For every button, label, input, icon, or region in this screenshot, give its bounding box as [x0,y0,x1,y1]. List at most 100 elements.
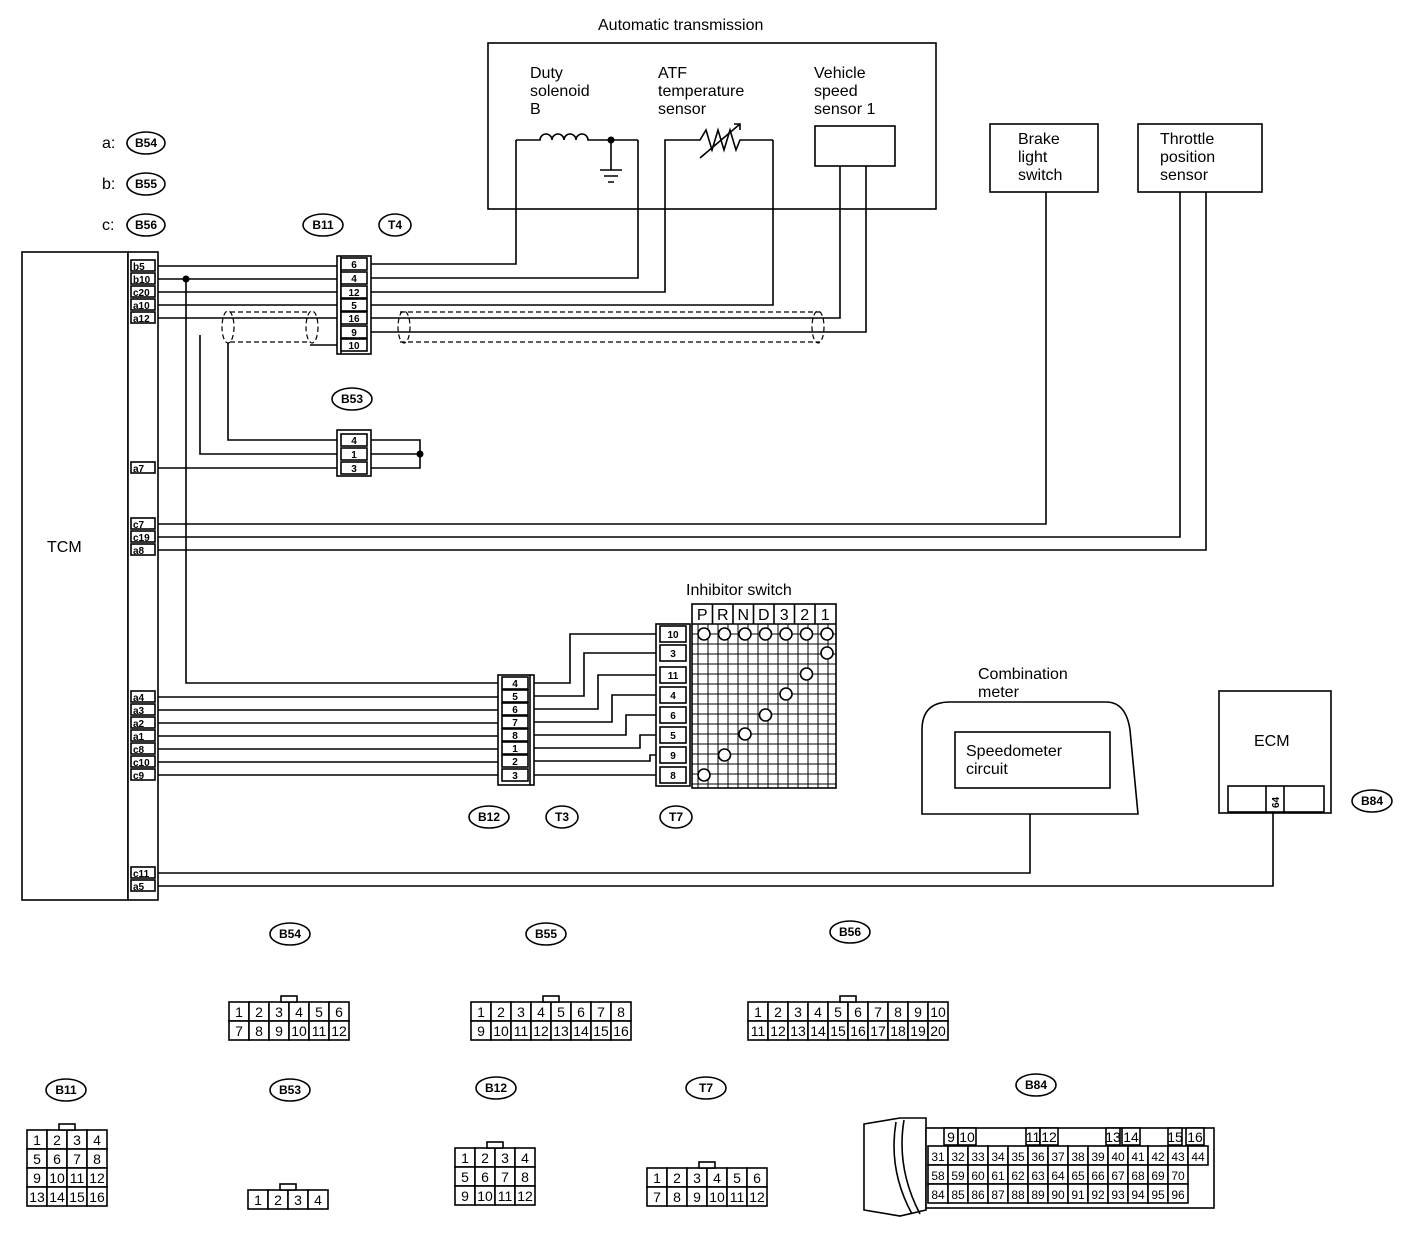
svg-text:14: 14 [1123,1129,1139,1145]
svg-text:6: 6 [53,1151,61,1167]
svg-text:36: 36 [1031,1150,1045,1164]
tcm-box [21,251,129,901]
b53-pin-4: 4 [351,436,357,447]
svg-text:T7: T7 [699,1081,713,1095]
svg-text:T3: T3 [555,810,569,824]
tcm-pin-a12: a12 [133,314,150,325]
svg-text:18: 18 [890,1023,906,1039]
svg-text:5: 5 [461,1169,469,1185]
svg-text:B84: B84 [1025,1078,1047,1092]
tcm-pin-a3: a3 [133,706,145,717]
tcm-connector-strip [127,251,159,901]
svg-text:70: 70 [1171,1169,1185,1183]
svg-text:8: 8 [521,1169,529,1185]
svg-text:16: 16 [850,1023,866,1039]
ecm-connector [1227,785,1325,813]
svg-text:5: 5 [733,1170,741,1186]
svg-text:41: 41 [1131,1150,1145,1164]
svg-text:9: 9 [947,1129,955,1145]
svg-text:60: 60 [971,1169,985,1183]
tcm-pin-a8: a8 [133,546,145,557]
svg-text:5: 5 [315,1004,323,1020]
t7-pin-10: 10 [667,630,679,641]
legend-key: b: [102,176,115,193]
svg-text:32: 32 [951,1150,965,1164]
b12-pin-1: 1 [512,744,518,755]
b12-pin-6: 6 [512,705,518,716]
svg-text:2: 2 [481,1150,489,1166]
tag-b84: B84 [1351,789,1393,813]
svg-text:16: 16 [613,1023,629,1039]
svg-text:68: 68 [1131,1169,1145,1183]
b53-connector: 413 [336,429,372,477]
speedometer-circuit-box [954,731,1111,789]
b11-pin-4: 4 [351,274,357,285]
tcm-pin-a7: a7 [133,464,145,475]
svg-text:2: 2 [255,1004,263,1020]
throttle-position-sensor-box [1137,123,1263,193]
svg-text:3: 3 [517,1004,525,1020]
b12-pin-3: 3 [512,771,518,782]
svg-text:15: 15 [1167,1129,1183,1145]
vehicle-speed-sensor-box [814,125,896,167]
svg-text:13: 13 [1105,1129,1121,1145]
svg-text:43: 43 [1171,1150,1185,1164]
svg-text:11: 11 [498,1188,513,1204]
svg-text:B55: B55 [135,177,157,191]
inhibitor-position-R: R [717,607,729,624]
svg-text:92: 92 [1091,1188,1105,1202]
legend-tag-B54: B54 [126,131,166,155]
svg-text:42: 42 [1151,1150,1165,1164]
svg-text:11: 11 [312,1023,327,1039]
svg-text:7: 7 [874,1004,882,1020]
tcm-label: TCM [47,539,82,556]
t7-pin-6: 6 [670,711,676,722]
t7-pin-4: 4 [670,691,676,702]
svg-text:B12: B12 [485,1081,507,1095]
svg-text:12: 12 [749,1189,765,1205]
tcm-pin-c9: c9 [133,771,145,782]
svg-text:62: 62 [1011,1169,1025,1183]
svg-text:15: 15 [69,1189,85,1205]
thermistor-icon [664,123,773,159]
tag-t3: T3 [545,805,579,829]
tcm-pin-b10: b10 [133,275,151,286]
svg-text:10: 10 [477,1188,493,1204]
svg-text:3: 3 [294,1192,302,1208]
svg-text:B84: B84 [1361,794,1383,808]
svg-text:90: 90 [1051,1188,1065,1202]
svg-text:B55: B55 [535,927,557,941]
svg-text:1: 1 [33,1132,41,1148]
tcm-pin-c19: c19 [133,533,150,544]
inhibitor-position-D: D [758,607,770,624]
svg-text:14: 14 [573,1023,589,1039]
svg-text:3: 3 [693,1170,701,1186]
svg-text:40: 40 [1111,1150,1125,1164]
b12-pin-5: 5 [512,692,518,703]
tag-t4: T4 [378,213,412,237]
svg-text:5: 5 [33,1151,41,1167]
svg-text:1: 1 [754,1004,762,1020]
tag-t7: T7 [659,805,693,829]
svg-text:9: 9 [275,1023,283,1039]
tcm-pin-b5: b5 [133,262,145,273]
inhibitor-position-P: P [697,607,708,624]
svg-text:3: 3 [501,1150,509,1166]
svg-text:5: 5 [834,1004,842,1020]
b53-pin-1: 1 [351,450,357,461]
svg-text:B54: B54 [279,927,301,941]
svg-text:17: 17 [870,1023,886,1039]
ground-icon [600,140,622,183]
tcm-pin-c8: c8 [133,745,145,756]
